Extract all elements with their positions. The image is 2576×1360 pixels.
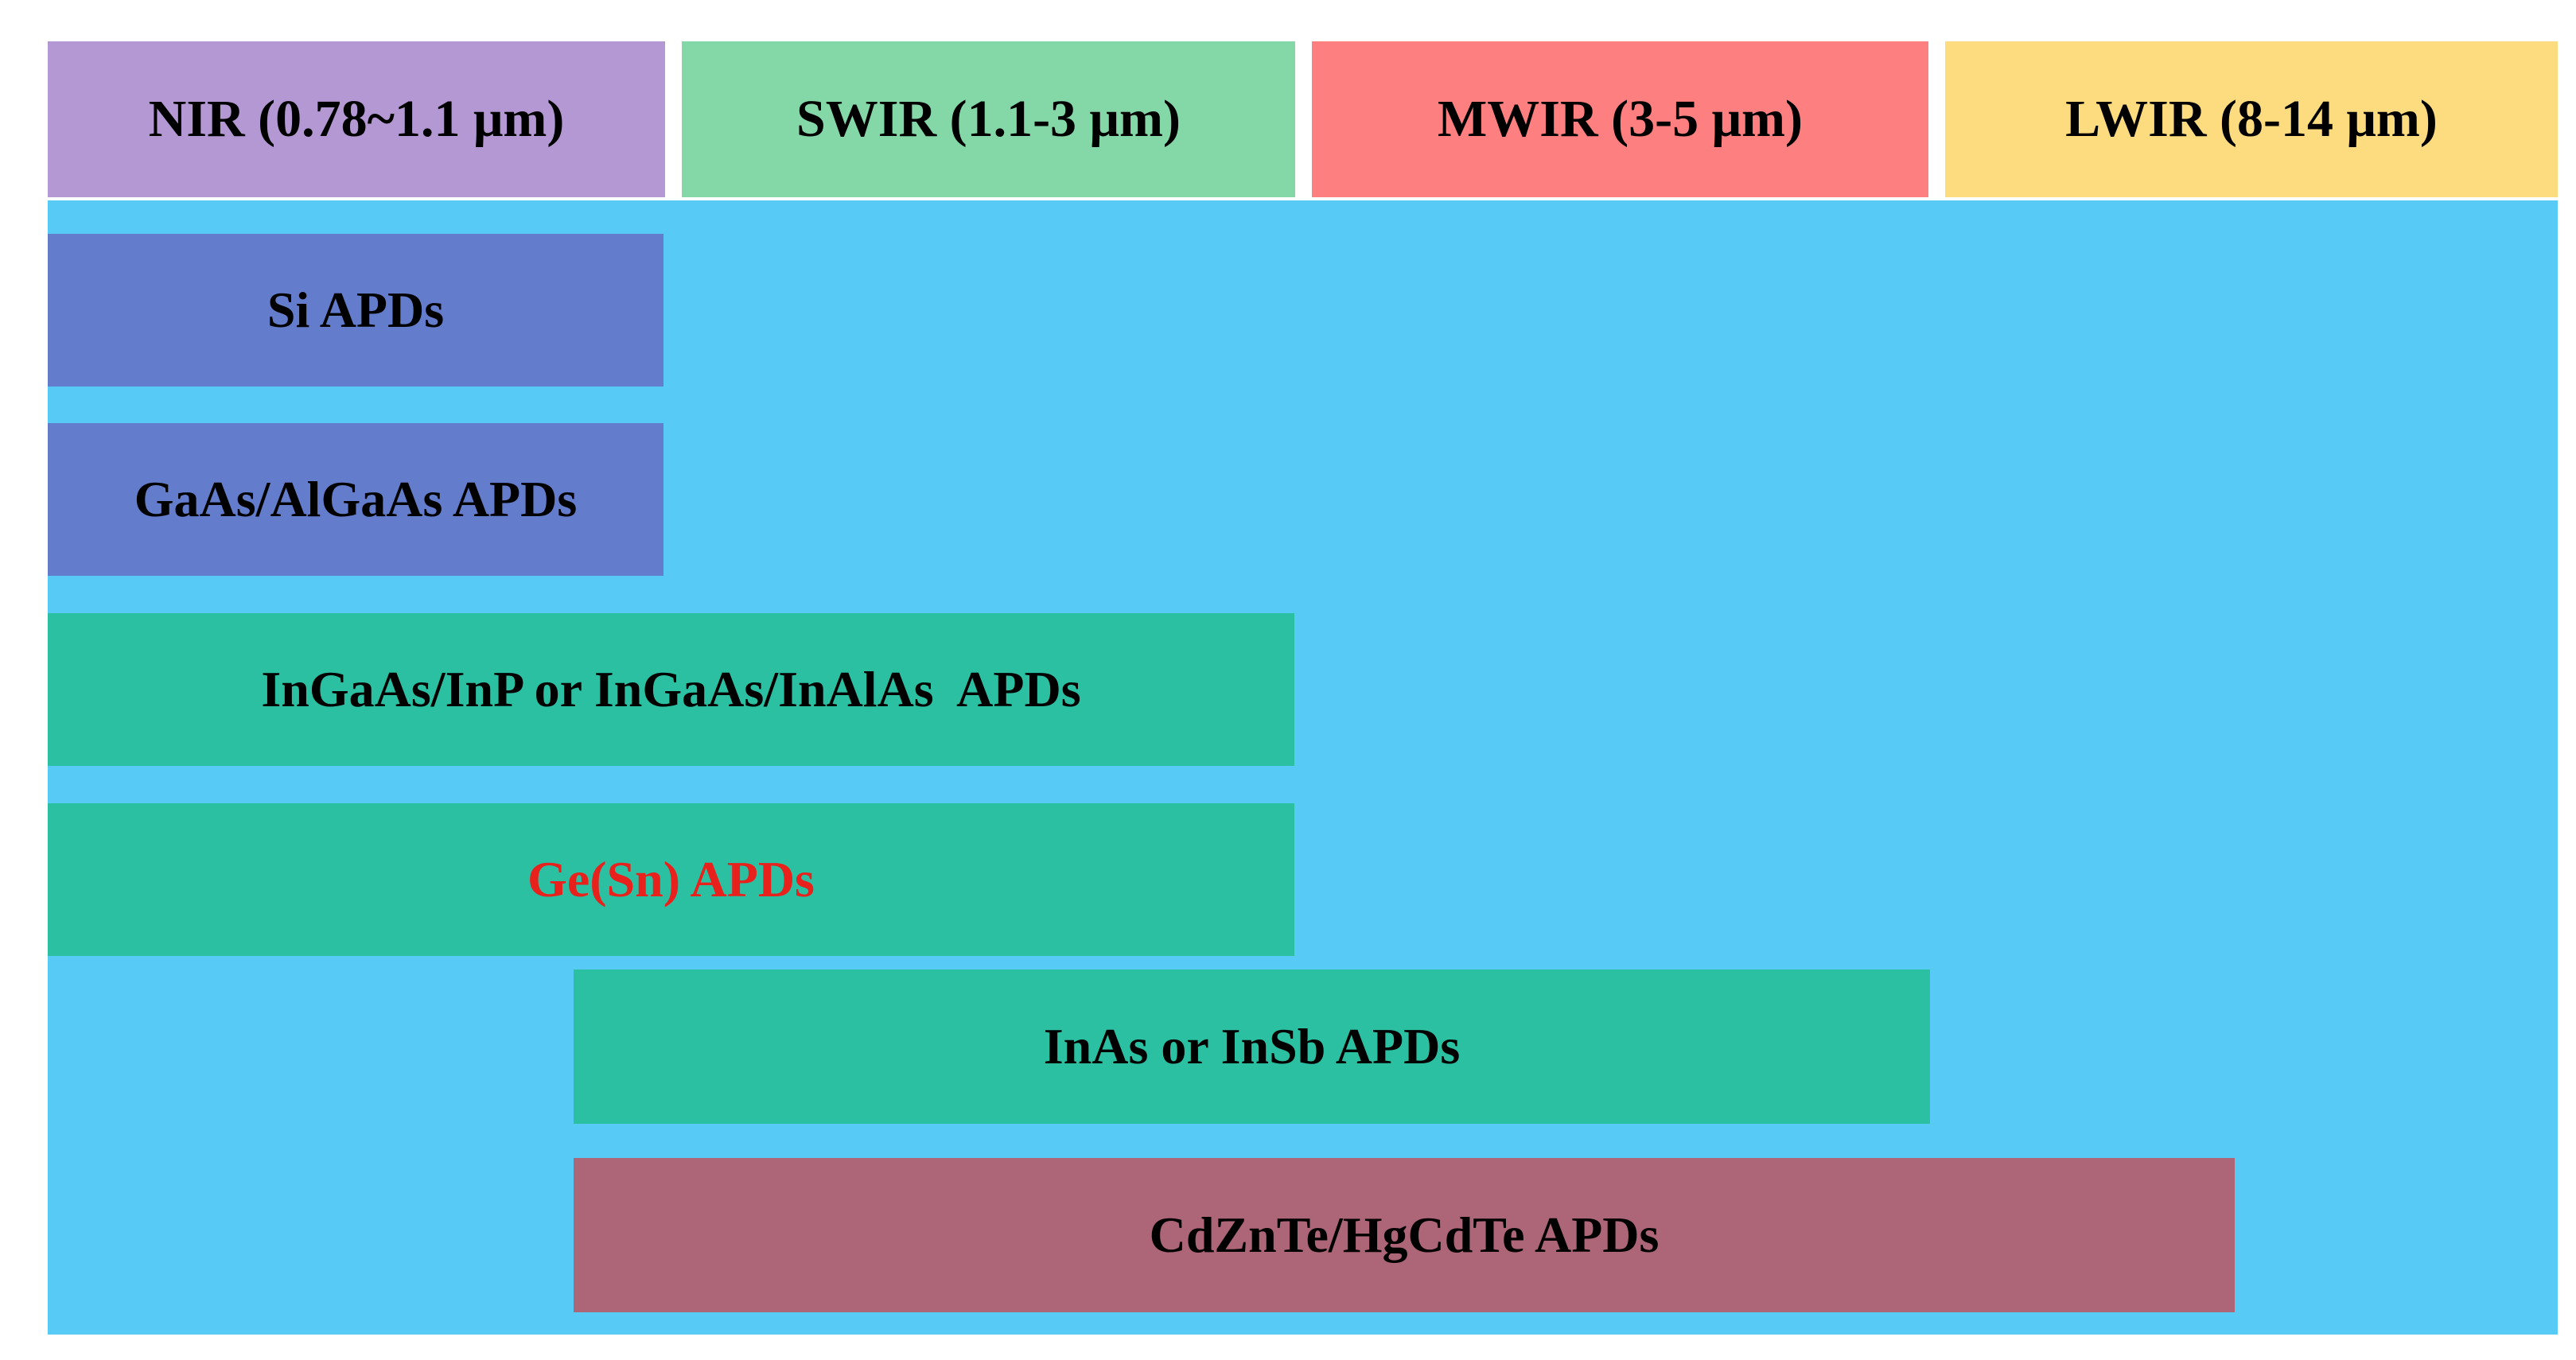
detector-inas-insb-apds: InAs or InSb APDs	[574, 969, 1930, 1124]
band-lwir: LWIR (8-14 μm)	[1945, 41, 2558, 197]
detector-ingaas-apds: InGaAs/InP or InGaAs/InAlAs APDs	[48, 613, 1294, 766]
band-nir-label: NIR (0.78~1.1 μm)	[148, 90, 565, 148]
detector-si-apds: Si APDs	[48, 234, 663, 387]
detector-cdznte-hgcdte-apds: CdZnTe/HgCdTe APDs	[574, 1158, 2235, 1312]
band-mwir: MWIR (3-5 μm)	[1312, 41, 1928, 197]
band-lwir-label: LWIR (8-14 μm)	[2065, 90, 2438, 148]
detector-ingaas-label: InGaAs/InP or InGaAs/InAlAs APDs	[261, 661, 1081, 717]
detector-gesn-apds: Ge(Sn) APDs	[48, 803, 1294, 956]
band-swir-label: SWIR (1.1-3 μm)	[796, 90, 1181, 148]
detector-gaas-algaas-apds: GaAs/AlGaAs APDs	[48, 423, 663, 576]
band-swir: SWIR (1.1-3 μm)	[682, 41, 1295, 197]
detector-cdznte-label: CdZnTe/HgCdTe APDs	[1149, 1207, 1660, 1263]
band-mwir-label: MWIR (3-5 μm)	[1438, 90, 1803, 148]
band-nir: NIR (0.78~1.1 μm)	[48, 41, 665, 197]
detector-gesn-label: Ge(Sn) APDs	[527, 851, 815, 907]
detector-gaas-label: GaAs/AlGaAs APDs	[134, 471, 578, 527]
detector-panel	[48, 200, 2558, 1335]
detector-inas-label: InAs or InSb APDs	[1043, 1018, 1461, 1074]
detector-si-label: Si APDs	[267, 282, 445, 338]
